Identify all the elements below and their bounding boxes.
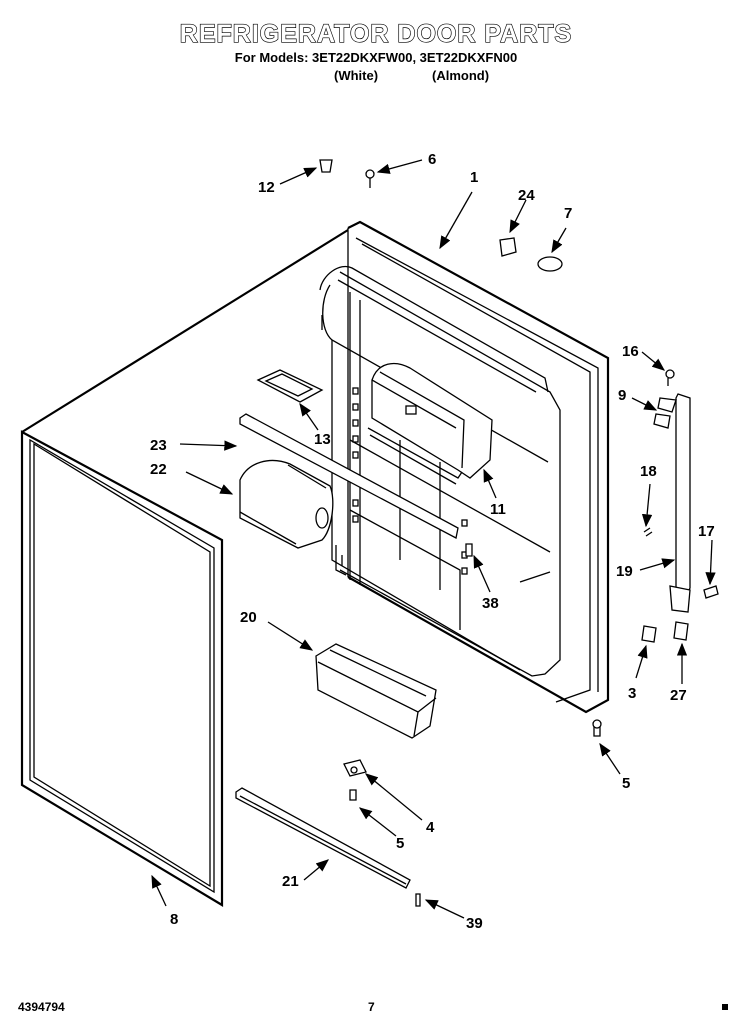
document-number: 4394794 — [18, 1000, 65, 1014]
models-line: For Models: 3ET22DKXFW00, 3ET22DKXFN00 — [234, 50, 518, 65]
callout-18: 18 — [640, 463, 657, 480]
dairy-compartment-drawing — [367, 362, 493, 485]
callout-20: 20 — [240, 609, 257, 626]
callout-27: 27 — [670, 687, 687, 704]
callout-19: 19 — [616, 563, 633, 580]
bottom-trim-drawing — [235, 787, 411, 889]
callout-11: 11 — [490, 501, 506, 518]
variant-white: (White) — [334, 68, 379, 83]
callout-16: 16 — [622, 343, 639, 360]
callout-1: 1 — [470, 169, 478, 186]
dairy-door-drawing — [256, 369, 324, 403]
callout-12: 12 — [258, 179, 275, 196]
callout-5-right: 5 — [622, 775, 630, 792]
callout-8: 8 — [170, 911, 178, 928]
callout-23: 23 — [150, 437, 167, 454]
callout-4: 4 — [426, 819, 435, 836]
door-bin-drawing — [315, 643, 437, 739]
callout-9: 9 — [618, 387, 626, 404]
corner-mark — [722, 1004, 728, 1010]
callout-24: 24 — [518, 187, 535, 204]
callout-6: 6 — [428, 151, 436, 168]
page-number: 7 — [368, 1000, 375, 1014]
callout-17: 17 — [698, 523, 715, 540]
callout-5-bottom: 5 — [396, 835, 404, 852]
shelf-trim-drawing — [239, 413, 459, 539]
variant-almond: (Almond) — [432, 68, 490, 83]
page-title: REFRIGERATOR DOOR PARTS — [179, 19, 573, 48]
callout-39: 39 — [466, 915, 483, 932]
door-outer-panel-drawing — [319, 220, 610, 714]
hinge-hardware-drawing — [319, 159, 719, 907]
callout-3: 3 — [628, 685, 636, 702]
door-gasket-drawing — [20, 229, 349, 907]
callout-22: 22 — [150, 461, 167, 478]
callout-38: 38 — [482, 595, 499, 612]
leader-lines — [151, 159, 716, 919]
can-rack-drawing — [239, 459, 334, 549]
callout-21: 21 — [282, 873, 299, 890]
callout-7: 7 — [564, 205, 572, 222]
callout-labels: 1 3 4 5 5 6 7 8 9 11 12 13 16 17 18 19 2… — [150, 151, 715, 932]
callout-13: 13 — [314, 431, 331, 448]
